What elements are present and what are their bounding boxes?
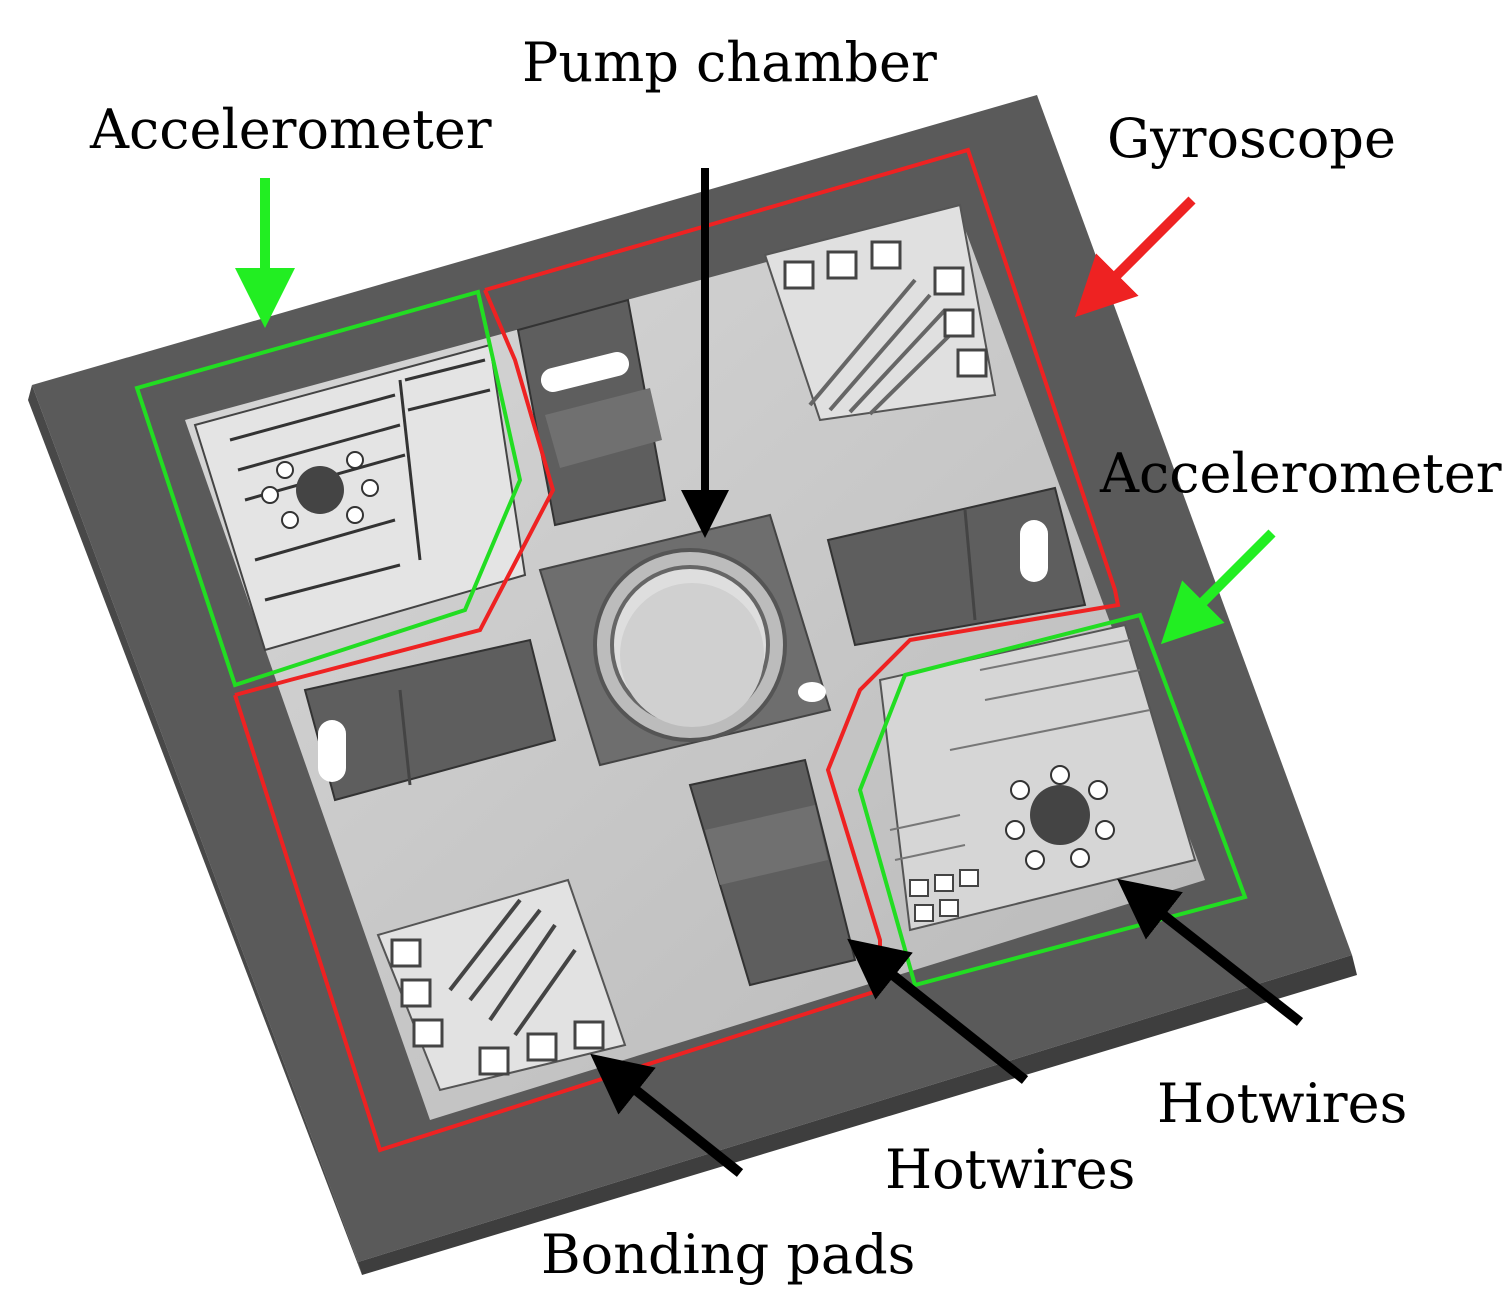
bonding-pads-arrow: [590, 1053, 744, 1177]
accelerometer-right-arrow: [1160, 529, 1276, 645]
gyroscope-outline-lower-left: [234, 289, 556, 697]
gyroscope-label: Gyroscope: [1107, 107, 1396, 170]
gyroscope-outline: [233, 147, 1121, 1153]
hotwires-right-arrow: [1117, 878, 1304, 1026]
accelerometer-outline-left: [134, 289, 523, 688]
gyroscope-outline-upper: [484, 147, 1121, 990]
hotwires-center-label: Hotwires: [885, 1138, 1136, 1201]
hotwire-block-right: [826, 486, 1087, 647]
bonding-pads-label: Bonding pads: [541, 1223, 916, 1286]
pump-chamber: [538, 513, 832, 767]
accelerometer-right-label: Accelerometer: [1100, 442, 1502, 505]
accelerometer-outline-right: [857, 612, 1248, 988]
accelerometer-left-block: [193, 343, 527, 652]
gyroscope-arrow: [1074, 196, 1196, 318]
accelerometer-right-block: [878, 623, 1197, 932]
hotwire-block-top: [516, 298, 667, 527]
hotwires-right-label: Hotwires: [1157, 1072, 1408, 1135]
bonding-pad-block-bottom: [376, 878, 627, 1092]
hotwires-center-arrow: [847, 938, 1029, 1084]
accelerometer-left-label: Accelerometer: [90, 98, 492, 161]
gyroscope-outline-lower: [233, 694, 881, 1153]
pump-chamber-label: Pump chamber: [522, 31, 937, 94]
bonding-pad-block-top: [763, 203, 997, 422]
hotwire-block-left: [303, 638, 557, 802]
